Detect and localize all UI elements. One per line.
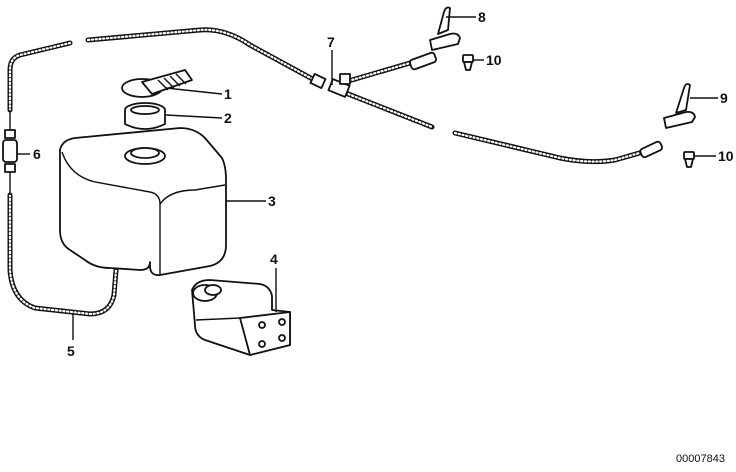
reservoir-cap xyxy=(121,69,193,98)
leader-lines xyxy=(18,16,718,340)
nozzle-lower xyxy=(639,83,696,159)
callout-4: 4 xyxy=(270,251,278,267)
callout-1: 1 xyxy=(224,86,232,102)
callout-6: 6 xyxy=(33,146,41,162)
nozzle-upper xyxy=(409,6,461,71)
document-number: 00007843 xyxy=(676,453,725,465)
callout-10-lower: 10 xyxy=(718,148,734,164)
t-connector xyxy=(309,73,351,98)
callout-9: 9 xyxy=(720,90,728,106)
washer-reservoir xyxy=(59,127,227,276)
callout-2: 2 xyxy=(224,110,232,126)
callout-labels: 1 2 3 4 5 6 7 8 9 10 10 xyxy=(33,9,734,359)
callout-5: 5 xyxy=(67,343,75,359)
screw-upper xyxy=(462,54,474,71)
hose-lines xyxy=(7,27,653,317)
callout-7: 7 xyxy=(327,34,335,50)
callout-8: 8 xyxy=(478,9,486,25)
sealing-ring xyxy=(124,102,166,130)
check-valve xyxy=(2,110,18,195)
screw-lower xyxy=(683,151,695,168)
callout-3: 3 xyxy=(268,193,276,209)
callout-10-upper: 10 xyxy=(486,52,502,68)
washer-pump xyxy=(191,279,291,356)
